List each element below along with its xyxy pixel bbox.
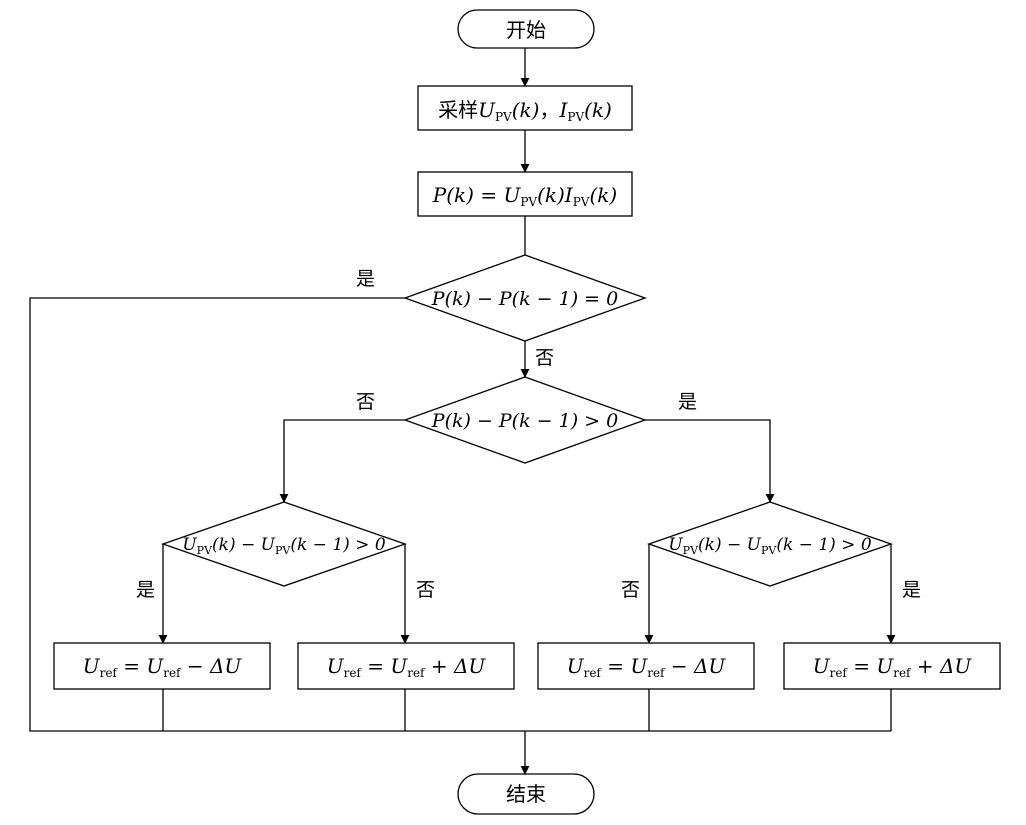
power-formula: P(k) = UPV(k)IPV(k) <box>432 183 617 209</box>
decision-1-yes-label: 是 <box>356 268 375 290</box>
sample-text: 采样UPV(k)，IPV(k) <box>438 98 612 124</box>
action-1-text: Uref = Uref − ΔU <box>83 654 243 680</box>
action-2-text: Uref = Uref + ΔU <box>327 654 487 680</box>
decision-3-yes-label: 是 <box>136 579 155 601</box>
decision-3-diamond <box>161 501 407 587</box>
start-label: 开始 <box>506 18 546 42</box>
edge-d1-yes-bypass <box>29 297 525 732</box>
start-terminal <box>457 9 595 49</box>
decision-4-diamond <box>647 501 893 587</box>
edge-d2-no <box>279 419 405 503</box>
decision-3-text: UPV(k) − UPV(k − 1) > 0 <box>182 535 385 557</box>
decision-3-no-label: 否 <box>416 579 435 601</box>
decision-2-yes-label: 是 <box>678 391 697 413</box>
decision-2-no-label: 否 <box>356 391 375 413</box>
action-4-text: Uref = Uref + ΔU <box>813 654 973 680</box>
decision-4-yes-label: 是 <box>902 579 921 601</box>
decision-2-diamond <box>403 376 647 464</box>
decision-4-text: UPV(k) − UPV(k − 1) > 0 <box>668 535 871 557</box>
decision-1-no-label: 否 <box>535 347 554 369</box>
decision-4-no-label: 否 <box>621 579 640 601</box>
action-3-text: Uref = Uref − ΔU <box>567 654 727 680</box>
connectors <box>29 48 896 775</box>
decision-2-text: P(k) − P(k − 1) > 0 <box>431 410 618 432</box>
decision-1-text: P(k) − P(k − 1) = 0 <box>431 288 618 310</box>
edge-d2-yes <box>645 419 775 503</box>
end-label: 结束 <box>506 782 546 806</box>
